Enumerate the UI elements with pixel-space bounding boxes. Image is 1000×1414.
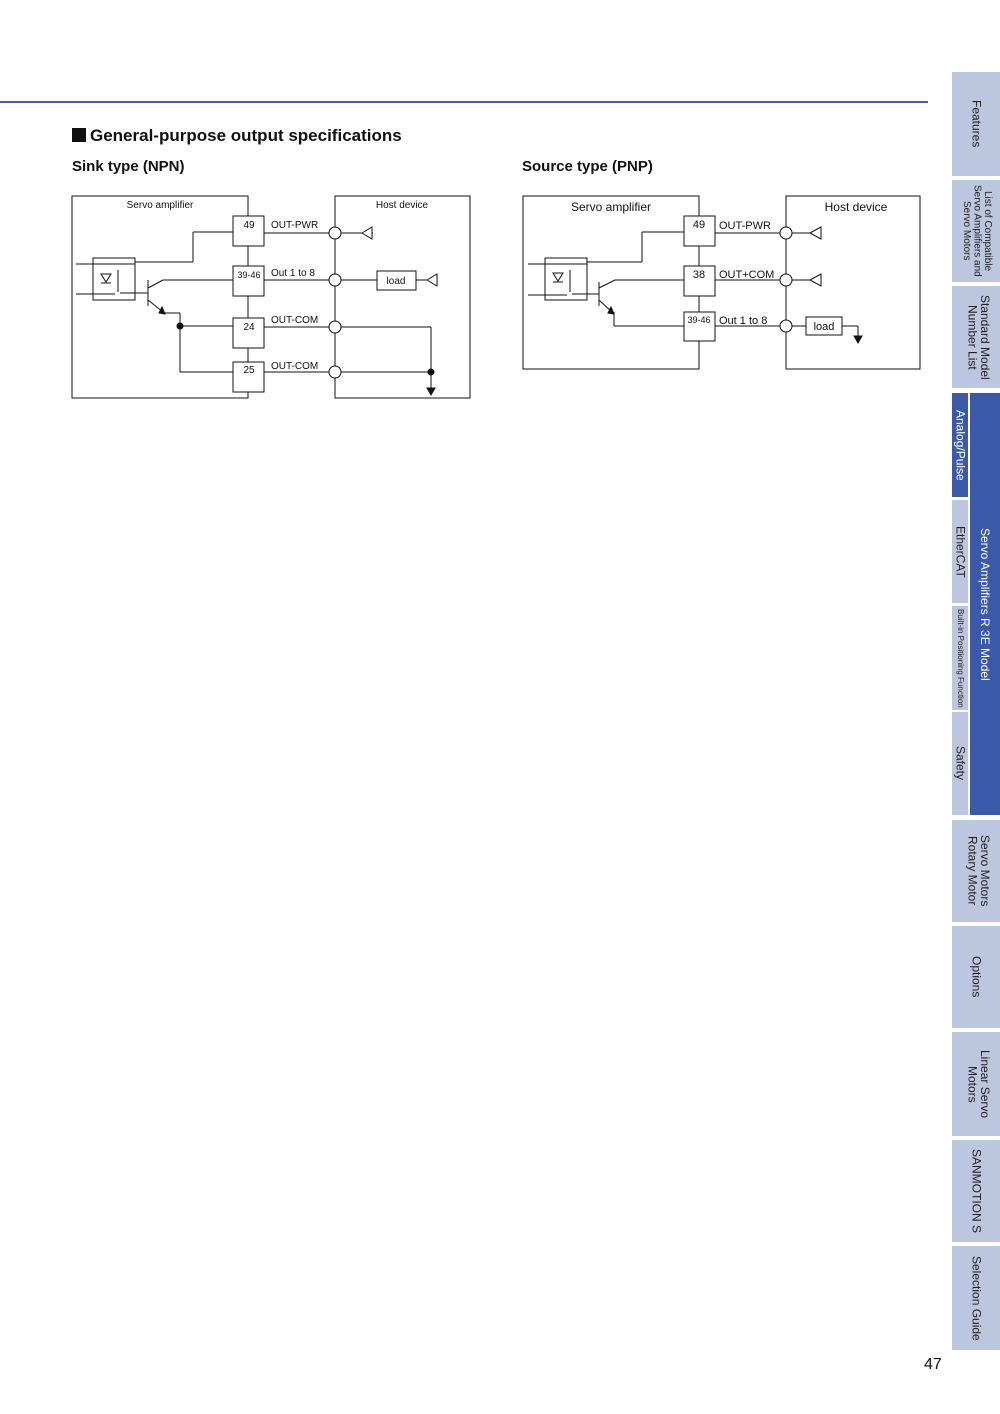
square-bullet-icon (72, 128, 86, 142)
tab-label: Linear Servo Motors (965, 1049, 992, 1119)
tab-model-number-list[interactable]: Standard Model Number List (952, 286, 1000, 388)
signal-label: OUT-PWR (271, 220, 318, 231)
tab-label: Features (969, 100, 984, 148)
host-label: Host device (825, 200, 888, 214)
tab-options[interactable]: Options (952, 926, 1000, 1028)
tab-analog-pulse[interactable]: Analog/Pulse (952, 393, 968, 497)
signal-label: OUT-COM (271, 361, 318, 372)
header-rule (0, 101, 928, 103)
section-title-text: General-purpose output specifications (90, 126, 402, 145)
sink-diagram: Servo amplifier Host device 49 39-46 24 … (71, 195, 471, 399)
signal-label: OUT-PWR (719, 220, 771, 232)
load-label: load (387, 276, 406, 287)
tab-label: Servo Amplifiers R 3E Model (978, 527, 992, 681)
tab-ethercat[interactable]: EtherCAT (952, 500, 968, 603)
tab-label: Selection Guide (969, 1255, 984, 1341)
tab-label: SANMOTION S (969, 1148, 984, 1233)
tab-servo-motors[interactable]: Servo Motors Rotary Motor (952, 820, 1000, 922)
section-title: General-purpose output specifications (72, 126, 402, 146)
tab-sanmotion-s[interactable]: SANMOTION S (952, 1140, 1000, 1242)
pin-label: 25 (243, 365, 255, 376)
tab-label: Analog/Pulse (953, 409, 968, 481)
host-label: Host device (376, 200, 429, 211)
tab-label: List of Compatible Servo Amplifiers and … (960, 185, 993, 277)
tab-label: Options (969, 956, 984, 998)
pin-label: 49 (243, 220, 255, 231)
servo-label: Servo amplifier (571, 200, 651, 214)
source-diagram: Servo amplifier Host device 49 38 39-46 … (522, 195, 921, 370)
pin-label: 38 (693, 269, 705, 281)
wiring-diagrams: Servo amplifier Host device 49 39-46 24 … (71, 195, 921, 399)
pin-label: 39-46 (237, 270, 260, 280)
pin-label: 49 (693, 219, 705, 231)
tab-label: Servo Motors Rotary Motor (965, 835, 992, 907)
tab-compatible-list[interactable]: List of Compatible Servo Amplifiers and … (952, 180, 1000, 282)
tab-safety[interactable]: Safety (952, 712, 968, 815)
signal-label: OUT+COM (719, 269, 774, 281)
source-title: Source type (PNP) (522, 158, 653, 175)
tab-label: Built-in Positioning Function (956, 608, 966, 708)
tab-label: Standard Model Number List (965, 294, 992, 380)
tab-selection-guide[interactable]: Selection Guide (952, 1246, 1000, 1350)
page-number: 47 (924, 1356, 942, 1373)
signal-label: Out 1 to 8 (271, 268, 315, 279)
pin-label: 24 (243, 322, 255, 333)
tab-features[interactable]: Features (952, 72, 1000, 176)
sink-title: Sink type (NPN) (72, 158, 185, 175)
signal-label: Out 1 to 8 (719, 315, 767, 327)
load-label: load (814, 321, 835, 333)
tab-servo-amplifiers-group[interactable]: Servo Amplifiers R 3E Model (970, 393, 1000, 815)
signal-label: OUT-COM (271, 315, 318, 326)
pin-label: 39-46 (687, 315, 710, 325)
tab-built-in-positioning[interactable]: Built-in Positioning Function (952, 606, 968, 710)
tab-label: Safety (953, 746, 968, 781)
servo-label: Servo amplifier (127, 200, 194, 211)
tab-linear-servo-motors[interactable]: Linear Servo Motors (952, 1032, 1000, 1136)
tab-label: EtherCAT (953, 525, 968, 578)
